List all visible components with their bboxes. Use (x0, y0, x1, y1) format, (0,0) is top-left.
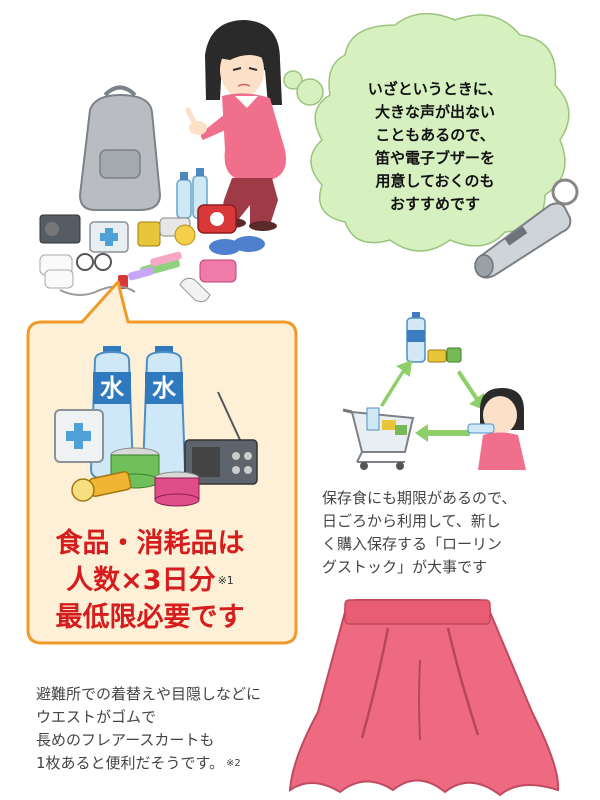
skirt-text-line: 避難所での着替えや目隠しなどに (36, 685, 262, 703)
flare-skirt-illustration (288, 599, 560, 797)
rolling-text-line: 日ごろから利用して、新し (322, 512, 501, 530)
rolling-stock-cycle-illustration (342, 312, 526, 470)
woman-figure (185, 20, 286, 231)
skirt-text-line: ウエストがゴムで (36, 708, 157, 726)
footnote-mark: ※1 (217, 574, 234, 587)
arrow-icon (380, 360, 412, 407)
rolling-text-line: 保存食にも期限があるので、 (322, 489, 517, 507)
cloud-text-line: おすすめです (389, 195, 480, 213)
thought-cloud (283, 12, 570, 252)
callout-line: 最低限必要です (55, 602, 245, 633)
rolling-stock-text: 保存食にも期限があるので、 日ごろから利用して、新し く購入保存する「ローリン … (322, 487, 597, 579)
skirt-advice-text: 避難所での着替えや目隠しなどに ウエストがゴムで 長めのフレアースカートも 1枚… (36, 683, 356, 775)
whistle-icon (474, 178, 579, 279)
arrow-icon (415, 424, 470, 442)
callout-line: 食品・消耗品は (55, 528, 245, 559)
emergency-goods-illustration (39, 85, 265, 303)
bottle-label: 水 (152, 374, 176, 402)
rolling-text-line: グストック」が大事です (322, 558, 488, 576)
cloud-text-line: いざというときに、 (367, 80, 503, 98)
arrow-icon (457, 370, 484, 410)
cloud-text-line: 大きな声が出ない (374, 103, 495, 121)
rolling-text-line: く購入保存する「ローリン (322, 535, 503, 553)
food-supplies-heading: 食品・消耗品は 人数×3日分※1 最低限必要です (30, 525, 270, 636)
cloud-text-line: 笛や電子ブザーを (374, 149, 495, 167)
footnote-mark: ※2 (226, 758, 241, 769)
skirt-text-line: 長めのフレアースカートも (36, 731, 215, 749)
skirt-text-line: 1枚あると便利だそうです。 (36, 754, 225, 772)
cloud-text-line: 用意しておくのも (375, 172, 495, 190)
cloud-text-line: こともあるので、 (375, 126, 495, 144)
callout-line: 人数×3日分 (66, 565, 216, 596)
whistle-advice-text: いざというときに、 大きな声が出ない こともあるので、 笛や電子ブザーを 用意し… (345, 78, 525, 216)
bottle-label: 水 (100, 374, 124, 402)
